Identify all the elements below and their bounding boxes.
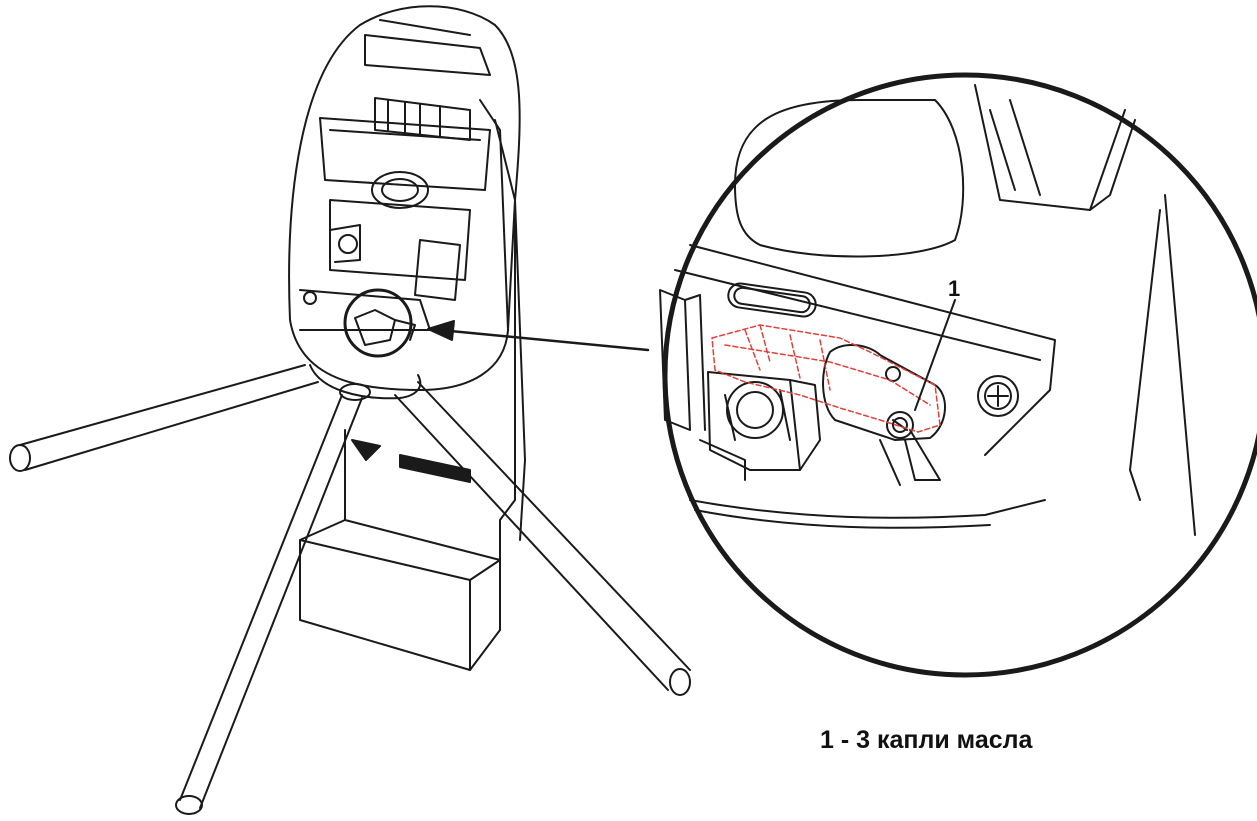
- turnstile-head: [288, 5, 521, 391]
- leader-arrow: [427, 320, 650, 352]
- callout-leader: [914, 299, 956, 411]
- oiling-point-highlight: [711, 324, 941, 433]
- turnstile-body: [299, 99, 526, 671]
- legend-text: 1 - 3 капли масла: [820, 726, 1033, 754]
- callout-number-1: 1: [948, 276, 961, 301]
- tripod-arms: [9, 364, 691, 815]
- magnified-detail: [659, 72, 1257, 678]
